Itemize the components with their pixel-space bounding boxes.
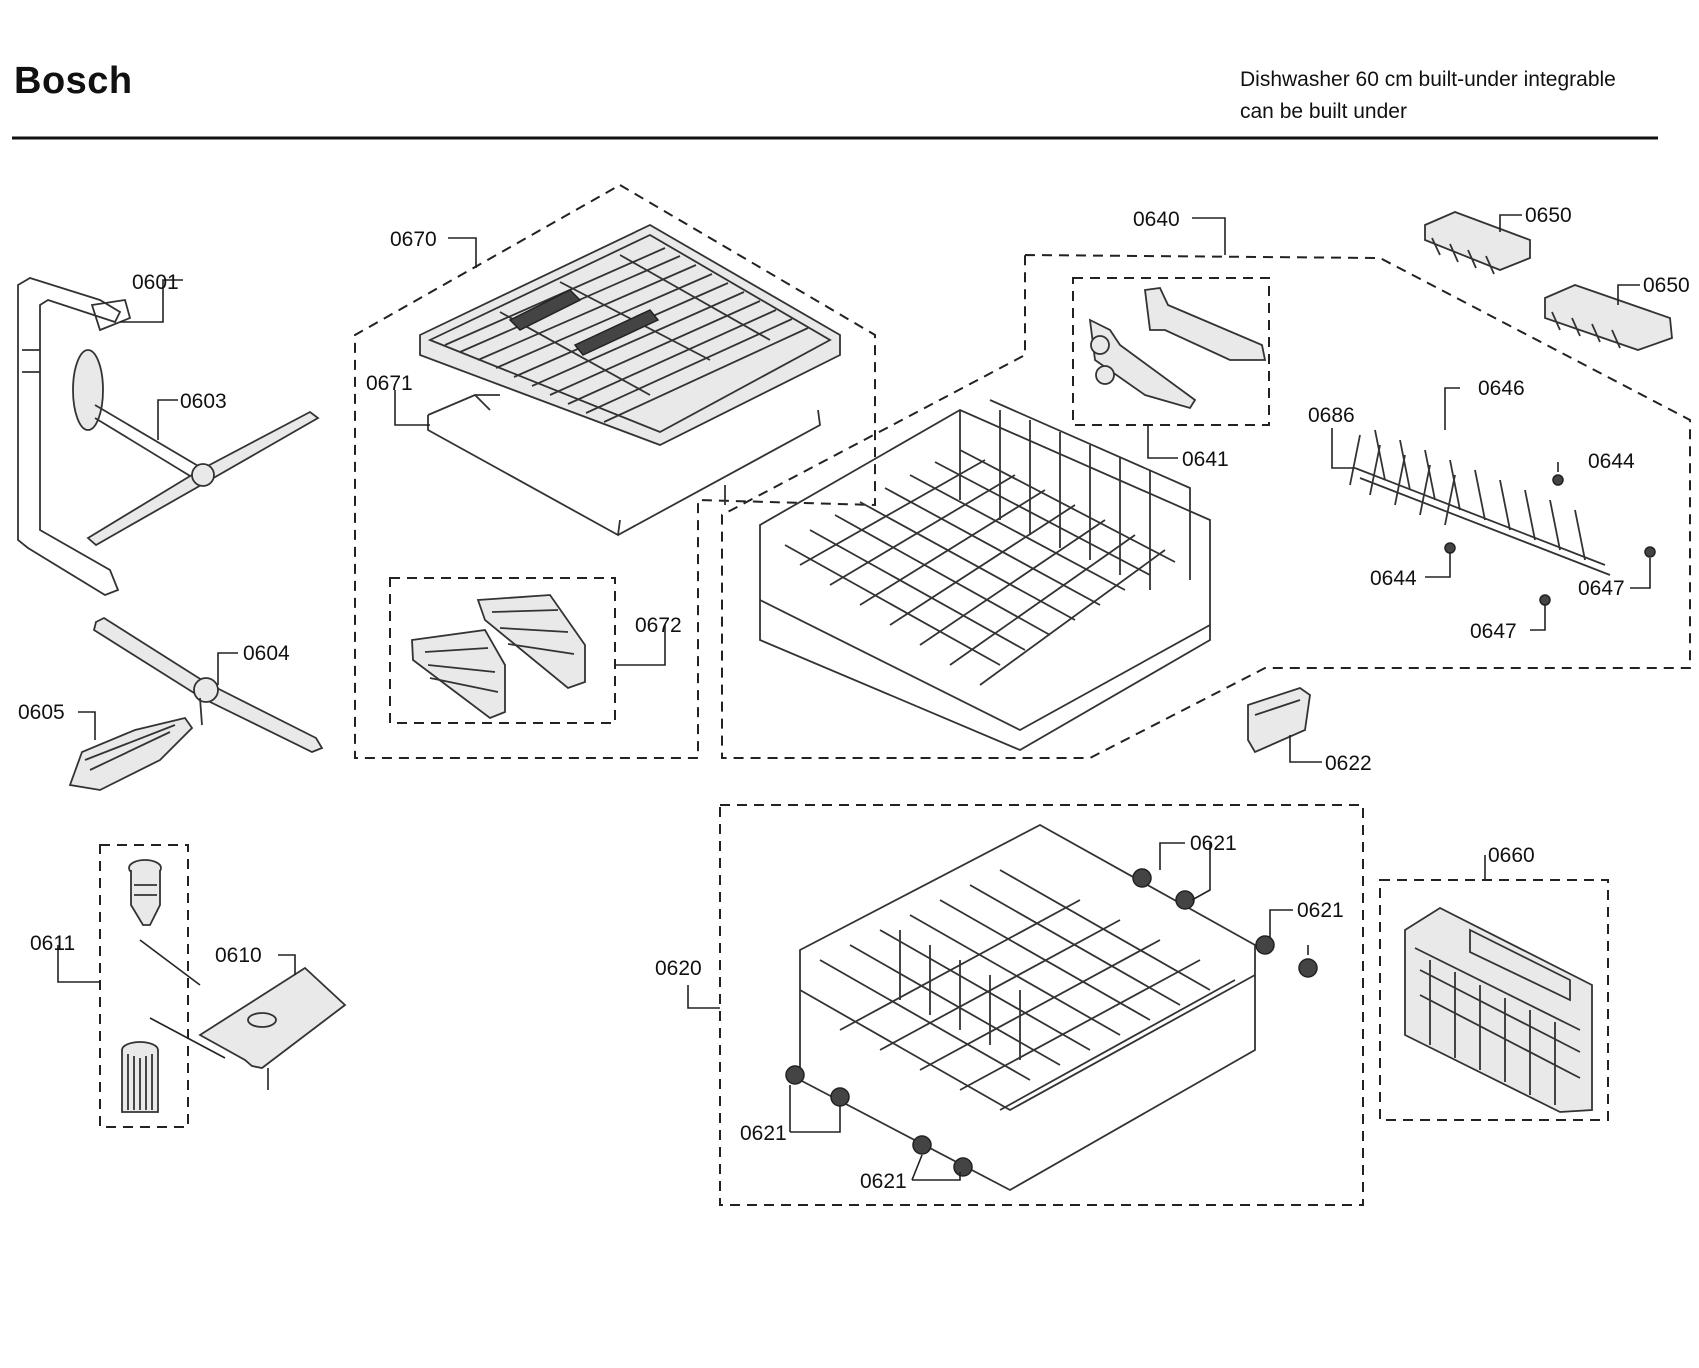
lower-rack-group-box [719, 804, 1364, 1206]
label-0601: 0601 [132, 271, 179, 294]
upper-rack-group-box [721, 253, 1691, 759]
tray-accessories-box [389, 577, 616, 724]
cutlery-basket-part[interactable] [1404, 906, 1593, 1113]
label-0660: 0660 [1488, 844, 1535, 867]
cutlery-basket-box [1379, 879, 1609, 1121]
cutlery-tray-group-box [354, 183, 876, 759]
micro-filter-part[interactable] [121, 1041, 159, 1113]
label-0620: 0620 [655, 957, 702, 980]
label-0647-a: 0647 [1578, 577, 1625, 600]
label-0621-a: 0621 [1190, 832, 1237, 855]
lower-spray-arm-part[interactable] [92, 616, 324, 753]
brand-title: Bosch [14, 60, 133, 102]
label-0686: 0686 [1308, 404, 1355, 427]
rack-clips-part[interactable] [1424, 211, 1673, 351]
label-0604: 0604 [243, 642, 290, 665]
label-0650-a: 0650 [1525, 204, 1572, 227]
label-0605: 0605 [18, 701, 65, 724]
filter-group-box [99, 844, 189, 1128]
rack-height-adjuster-box [1072, 277, 1270, 426]
upper-spray-arm-part[interactable] [72, 349, 320, 547]
label-0644-a: 0644 [1588, 450, 1635, 473]
basket-handle-part[interactable] [1247, 687, 1311, 754]
label-0621-c: 0621 [740, 1122, 787, 1145]
label-0644-b: 0644 [1370, 567, 1417, 590]
filter-cover-part[interactable] [68, 716, 194, 791]
cutlery-tray-part[interactable] [419, 223, 841, 446]
label-0621-b: 0621 [1297, 899, 1344, 922]
diagram-subtitle-line1: Dishwasher 60 cm built-under integrable [1240, 68, 1616, 91]
rack-height-adjuster-part[interactable] [1088, 287, 1267, 410]
lower-rack-part[interactable] [799, 823, 1256, 1192]
label-0670: 0670 [390, 228, 437, 251]
label-0641: 0641 [1182, 448, 1229, 471]
label-0610: 0610 [215, 944, 262, 967]
label-0621-d: 0621 [860, 1170, 907, 1193]
label-0622: 0622 [1325, 752, 1372, 775]
label-0646: 0646 [1478, 377, 1525, 400]
label-0611: 0611 [30, 932, 75, 955]
label-0603: 0603 [180, 390, 227, 413]
tray-side-rails-part[interactable] [411, 594, 586, 720]
label-0647-b: 0647 [1470, 620, 1517, 643]
fine-filter-plate-part[interactable] [139, 939, 347, 1090]
label-0650-b: 0650 [1643, 274, 1690, 297]
label-0671: 0671 [366, 372, 413, 395]
label-0640: 0640 [1133, 208, 1180, 231]
label-0672: 0672 [635, 614, 682, 637]
diagram-subtitle-line2: can be built under [1240, 100, 1407, 123]
leader-lines [57, 214, 1651, 1181]
tray-runner-frame-part[interactable] [427, 393, 821, 537]
coarse-filter-part[interactable] [128, 859, 162, 926]
upper-rack-part[interactable] [759, 399, 1211, 752]
rack-wheels-part[interactable] [785, 868, 1318, 1177]
spray-arm-supply-pipe-part[interactable] [17, 277, 132, 596]
